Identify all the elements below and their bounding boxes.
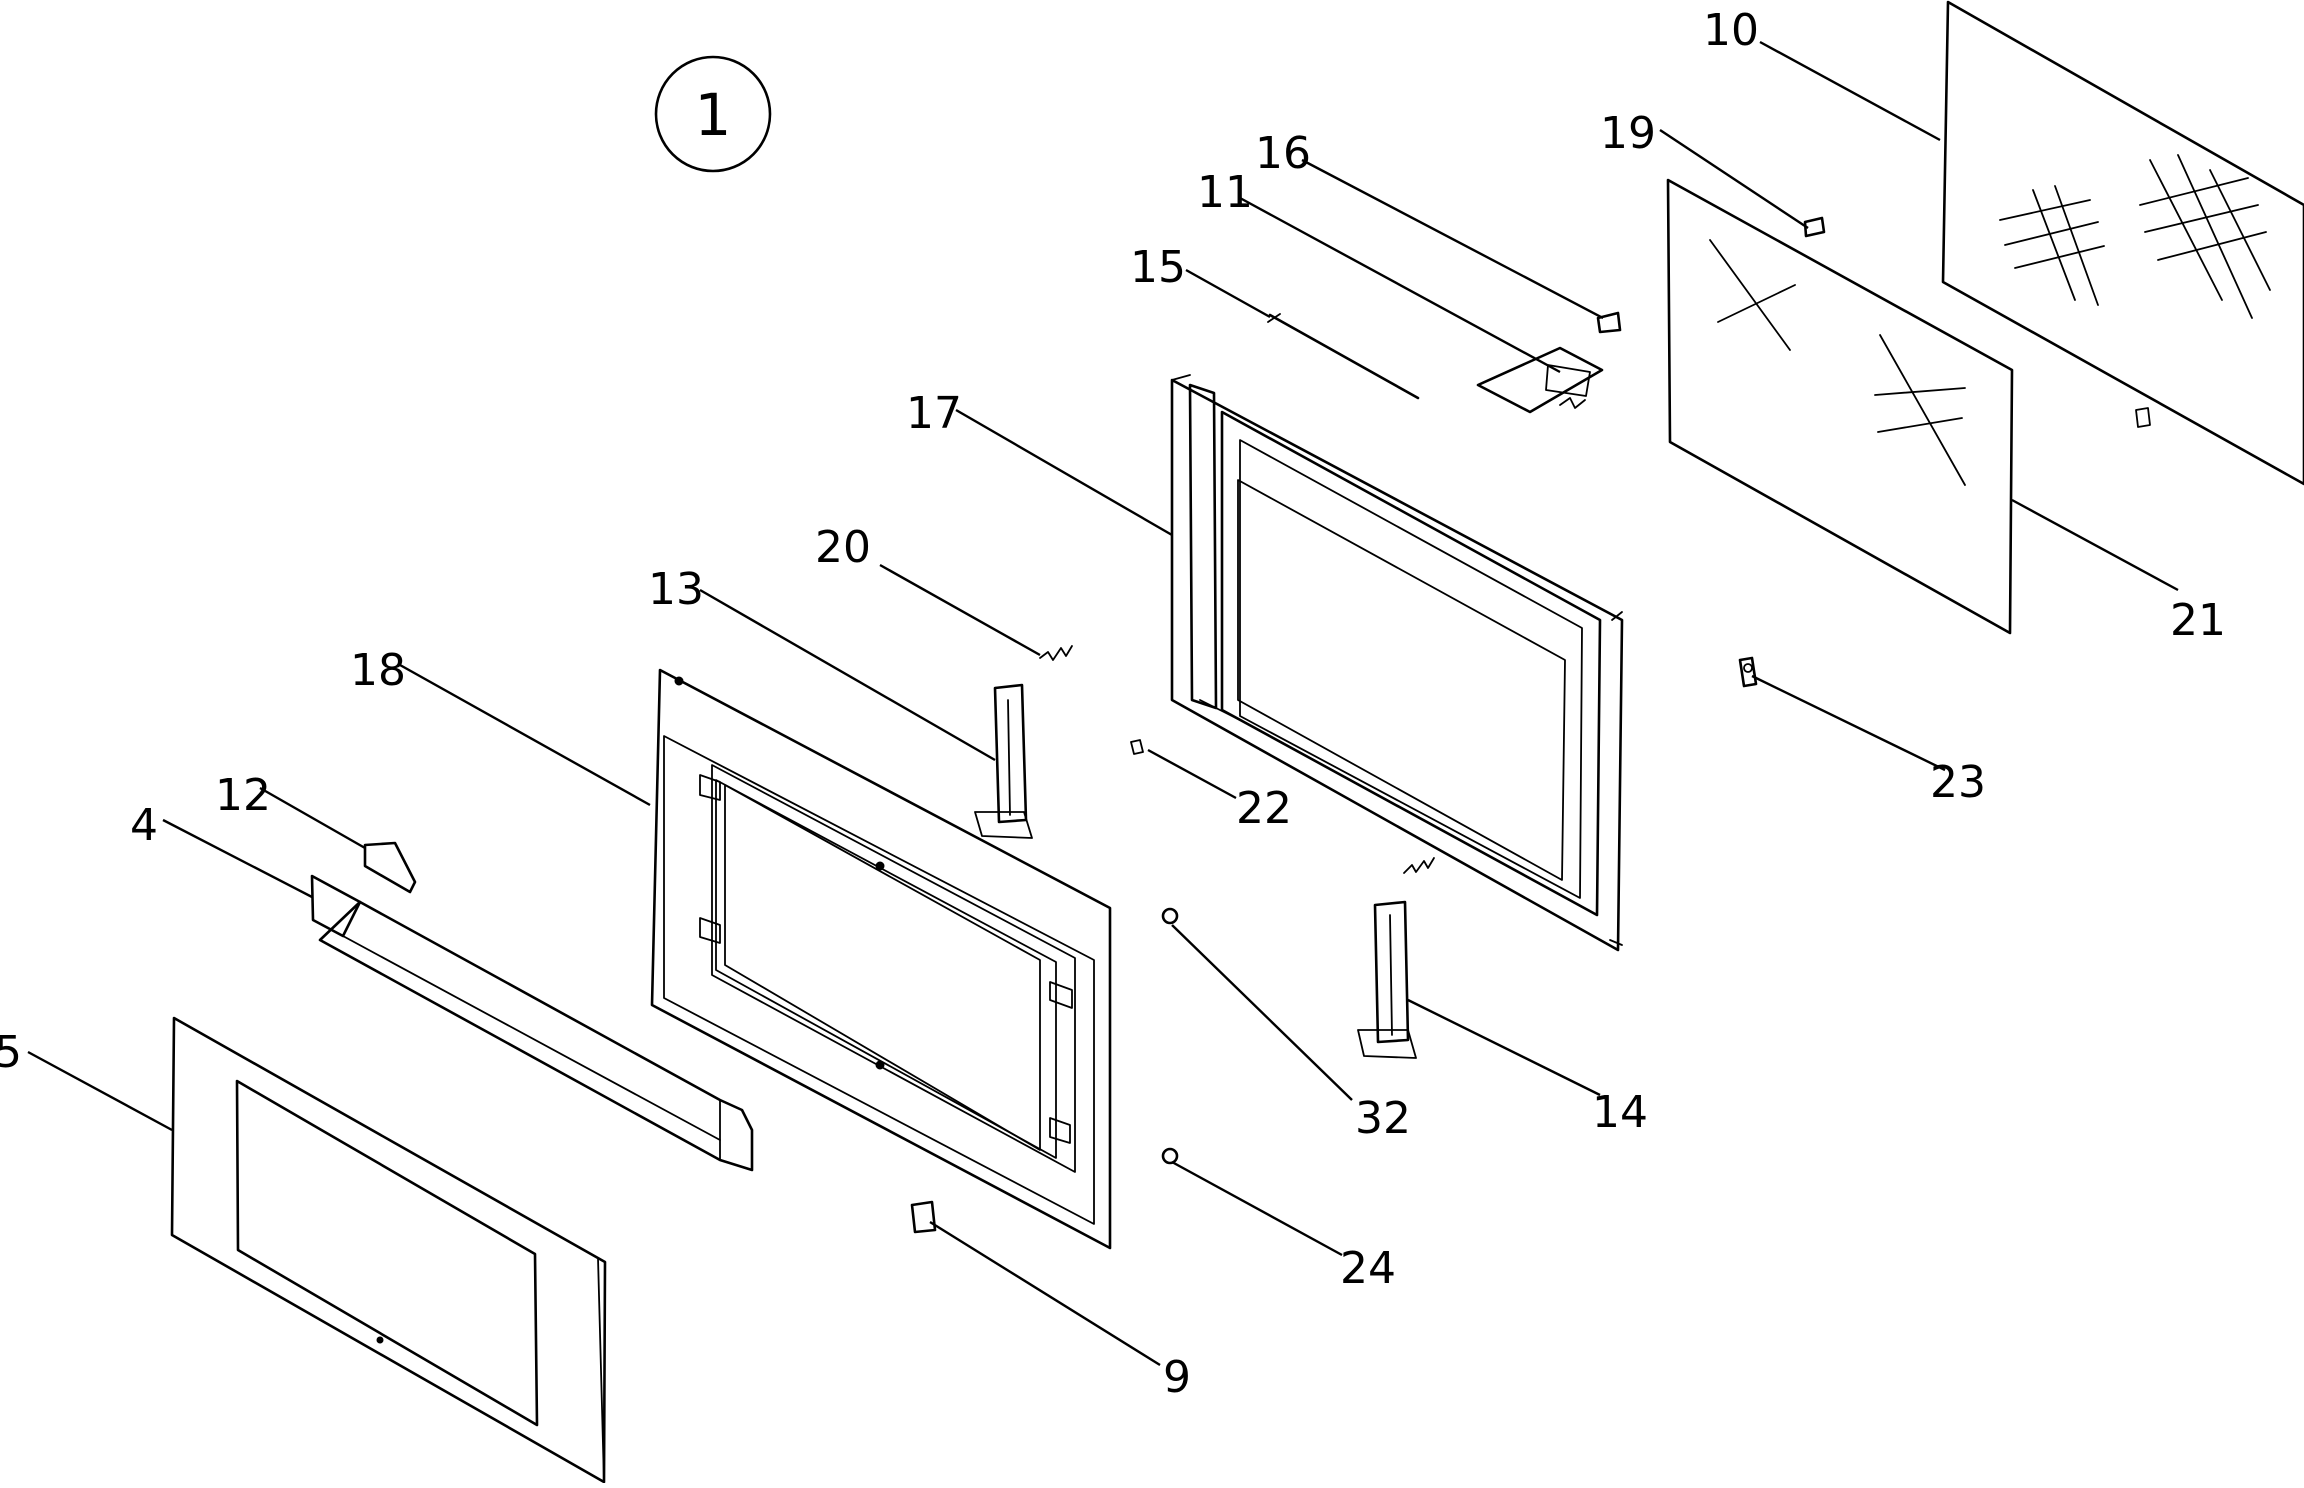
part-11-latch-bracket <box>1476 346 1604 414</box>
callout-9: 9 <box>1163 1352 1191 1403</box>
callout-12: 12 <box>215 770 271 821</box>
part-15-rod <box>1267 313 1420 400</box>
part-12-clip <box>363 841 417 894</box>
callout-labels: 10 19 16 11 15 17 20 13 18 12 4 5 22 21 … <box>0 5 2226 1403</box>
part-10-outer-glass <box>1941 0 2304 486</box>
part-14-hinge-right <box>1357 900 1417 1059</box>
part-5-outer-door <box>170 1016 607 1484</box>
callout-11: 11 <box>1197 167 1253 218</box>
part-22-screw <box>1130 739 1144 755</box>
callout-21: 21 <box>2170 595 2226 646</box>
part-24-screw <box>1161 1147 1179 1165</box>
callout-18: 18 <box>350 645 406 696</box>
callout-22: 22 <box>1236 783 1292 834</box>
view-number: 1 <box>695 81 732 149</box>
view-number-badge: 1 <box>654 55 772 173</box>
callout-5: 5 <box>0 1027 22 1078</box>
glass-clip-small <box>2135 407 2151 428</box>
part-20-spring <box>1039 645 1435 874</box>
callout-15: 15 <box>1130 242 1186 293</box>
part-21-inner-glass <box>1666 178 2014 635</box>
callout-4: 4 <box>130 800 158 851</box>
callout-20: 20 <box>815 522 871 573</box>
callout-19: 19 <box>1600 108 1656 159</box>
callout-16: 16 <box>1255 128 1311 179</box>
callout-17: 17 <box>906 388 962 439</box>
part-23-pin <box>1738 656 1758 688</box>
part-19-clip <box>1803 216 1826 238</box>
part-4-handle-strip <box>310 874 754 1172</box>
part-32-screw <box>1161 907 1179 925</box>
callout-23: 23 <box>1930 757 1986 808</box>
callout-10: 10 <box>1703 5 1759 56</box>
leader-lines <box>27 40 2179 1367</box>
part-13-hinge-left <box>974 683 1033 839</box>
part-16-tab <box>1596 311 1622 334</box>
part-9-clip <box>910 1200 937 1234</box>
part-17-inner-frame <box>1170 374 1624 952</box>
callout-24: 24 <box>1340 1243 1396 1294</box>
part-18-mid-frame <box>650 668 1112 1250</box>
callout-14: 14 <box>1592 1087 1648 1138</box>
callout-32: 32 <box>1355 1093 1411 1144</box>
callout-13: 13 <box>648 564 704 615</box>
